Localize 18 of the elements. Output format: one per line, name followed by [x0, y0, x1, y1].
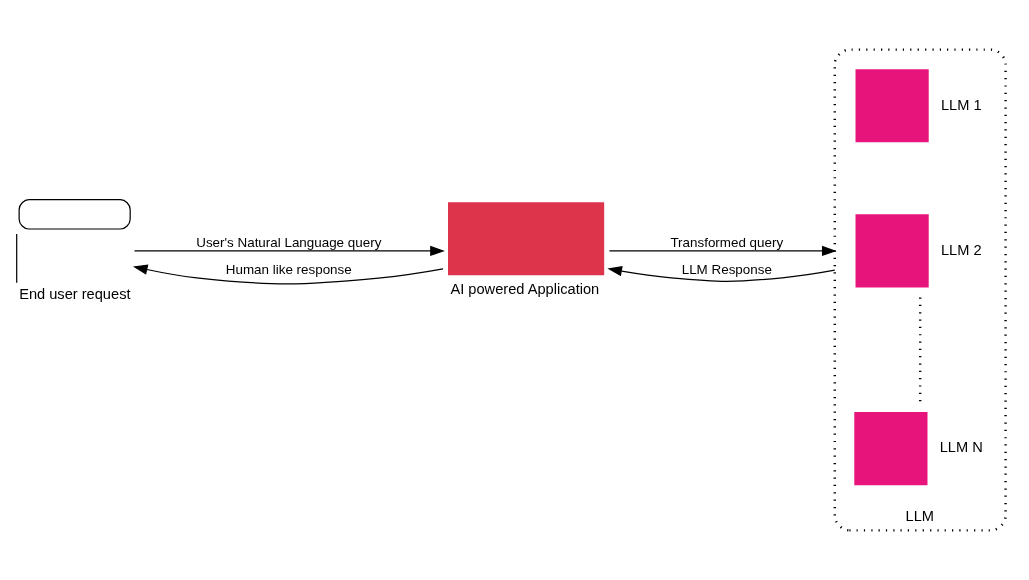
edge-label: User's Natural Language query — [196, 235, 382, 251]
node-label: LLM N — [939, 439, 983, 456]
edge-label: LLM Response — [681, 261, 772, 277]
arrow — [608, 245, 837, 257]
node-box — [854, 412, 928, 486]
connector — [918, 297, 922, 402]
edge-label: Transformed query — [670, 235, 784, 251]
node-label: LLM 1 — [940, 96, 982, 113]
node-label: AI powered Application — [450, 281, 600, 298]
arrow — [133, 245, 445, 257]
edge-label: Human like response — [225, 261, 352, 277]
node-label: End user request — [19, 286, 131, 303]
arrow — [132, 264, 444, 285]
node-box — [448, 202, 605, 276]
node-box — [855, 69, 929, 143]
node-label: LLM 2 — [940, 241, 982, 258]
node-box — [855, 214, 929, 288]
arrow — [607, 266, 836, 282]
